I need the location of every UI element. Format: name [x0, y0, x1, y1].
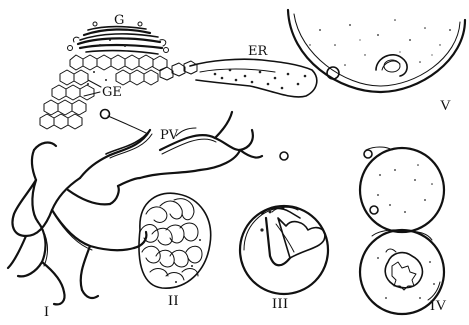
figure-iv-upper-cell [360, 147, 444, 232]
label-pv-p: P [160, 128, 169, 143]
figure-v-cell [288, 10, 465, 92]
leader-ge [84, 92, 100, 96]
label-figure-ii: II [168, 293, 179, 309]
label-golgi: G [114, 13, 124, 28]
label-er: ER [248, 44, 268, 59]
label-ge: GE [102, 85, 122, 100]
pv-tubular-network [8, 110, 288, 305]
label-figure-iv: IV [430, 298, 447, 314]
figure-iii-cell [240, 206, 328, 294]
figure-v-stipple [309, 19, 451, 66]
label-figure-i: I [44, 304, 50, 320]
leader-pv-left [108, 116, 148, 134]
leader-ge-upper [88, 80, 101, 87]
label-pv-v: V [168, 128, 179, 143]
leader-pv-right [176, 128, 196, 136]
figure-ii-cell [139, 193, 211, 288]
label-figure-v: V [440, 98, 451, 114]
label-figure-iii: III [272, 296, 289, 312]
label-pv: PV [160, 128, 179, 143]
endoplasmic-reticulum [190, 59, 317, 97]
